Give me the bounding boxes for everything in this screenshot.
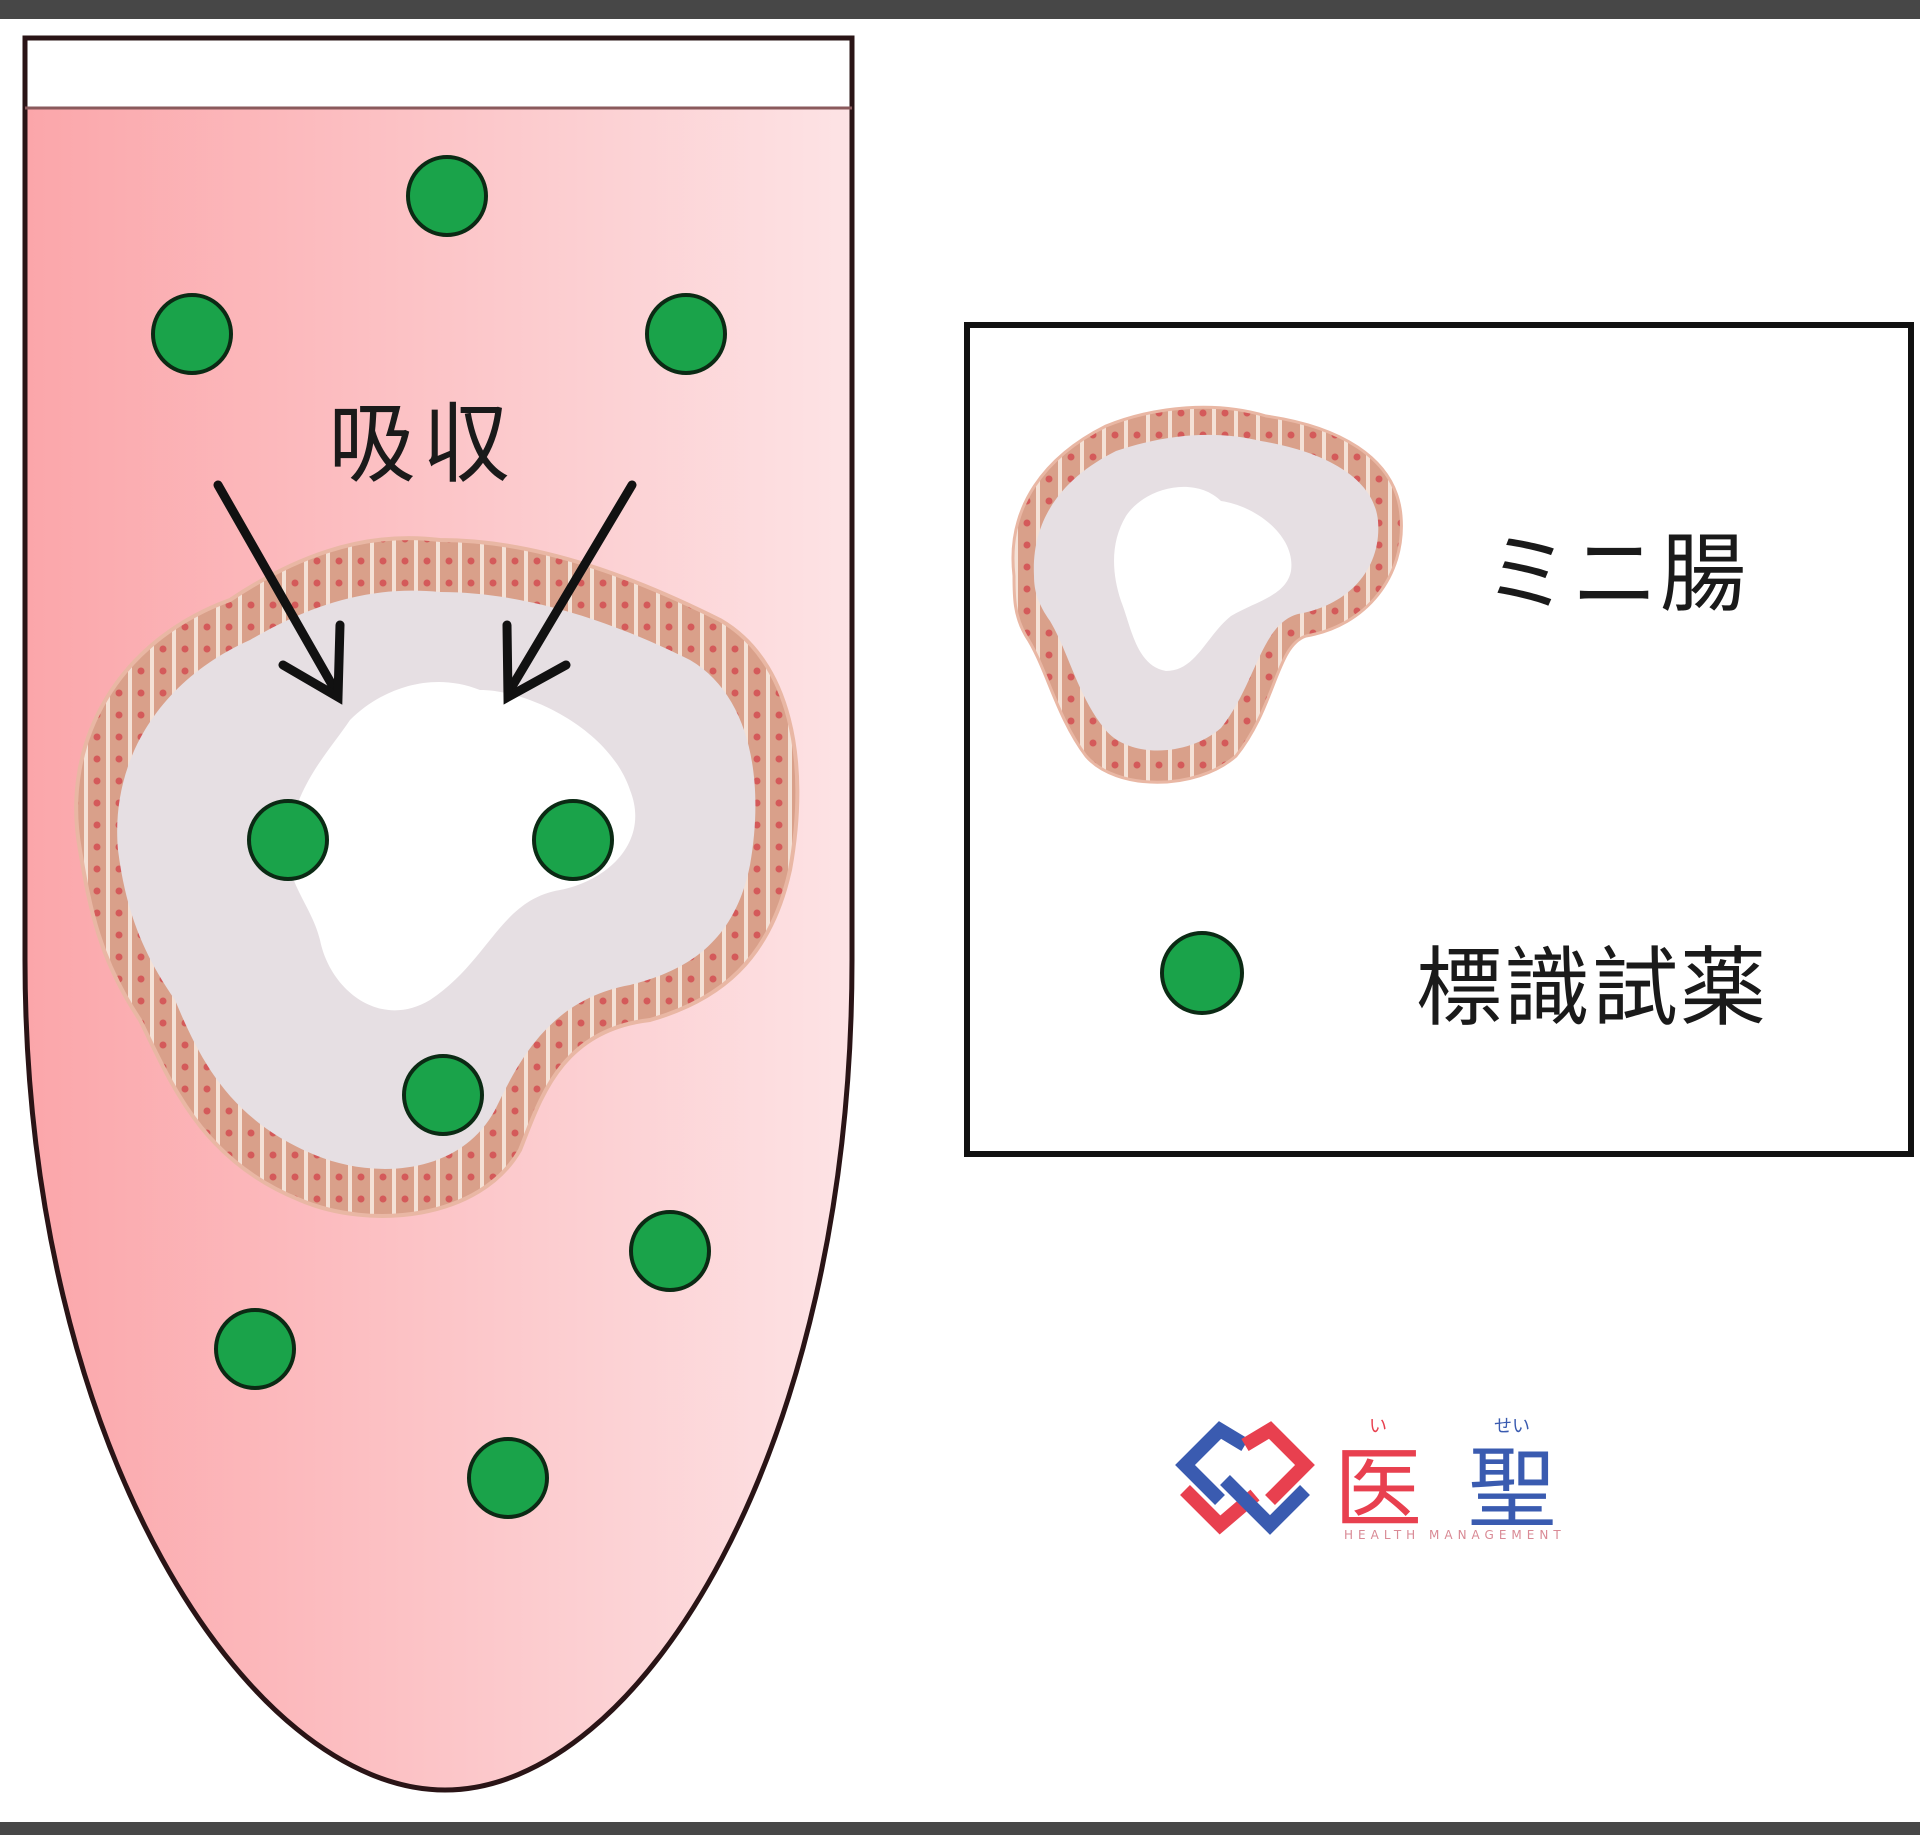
reagent-dot <box>214 1308 296 1390</box>
reagent-dot <box>402 1054 484 1136</box>
absorption-label: 吸収 <box>327 392 517 496</box>
reagent-dots <box>151 155 727 1519</box>
reagent-dot <box>406 155 488 237</box>
organoid-legend-icon <box>1011 405 1403 784</box>
reagent-legend-dot <box>1160 931 1244 1015</box>
top-frame-bar <box>0 0 1920 19</box>
logo-ruby-2: せい <box>1494 1416 1530 1437</box>
logo-mark-icon <box>1175 1421 1315 1535</box>
logo-char-2: 聖 <box>1467 1437 1557 1541</box>
legend-label-organoid: ミニ腸 <box>1484 524 1748 625</box>
legend-label-reagent: 標識試薬 <box>1416 938 1768 1039</box>
absorption-arrows <box>213 480 637 705</box>
reagent-dot <box>247 799 329 881</box>
logo-ruby-1: い <box>1369 1416 1387 1437</box>
legend-box <box>964 322 1914 1157</box>
reagent-dot <box>467 1437 549 1519</box>
reagent-dot <box>645 293 727 375</box>
organoid-in-tube <box>74 536 800 1218</box>
bottom-frame-bar <box>0 1822 1920 1835</box>
logo-subtitle: HEALTH MANAGEMENT <box>1344 1528 1566 1542</box>
reagent-dot <box>629 1210 711 1292</box>
reagent-dot <box>151 293 233 375</box>
logo-char-1: 医 <box>1333 1437 1423 1541</box>
reagent-dot <box>532 799 614 881</box>
